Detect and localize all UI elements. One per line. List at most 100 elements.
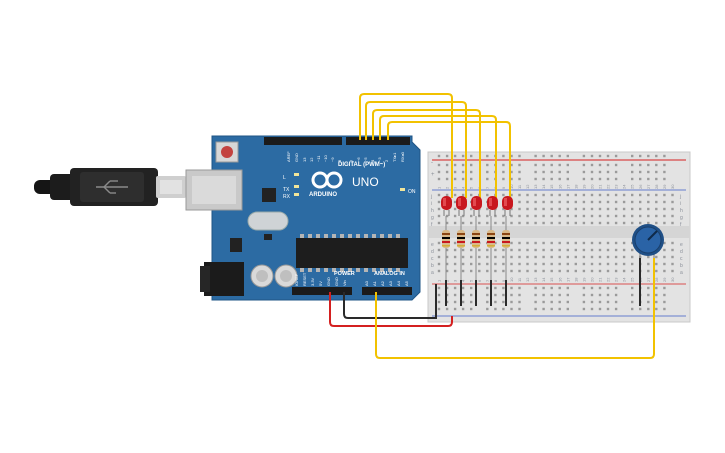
- power-wire-5v[interactable]: [329, 292, 453, 327]
- column-number: 17: [565, 277, 570, 282]
- led-row[interactable]: [441, 196, 513, 216]
- column-number: 7: [485, 186, 490, 189]
- column-number: 20: [590, 277, 595, 282]
- column-number: 26: [638, 184, 643, 189]
- column-number: 3: [453, 279, 458, 282]
- analog-wire[interactable]: [375, 258, 655, 359]
- led[interactable]: [487, 196, 498, 216]
- digital-pin-label: ~6: [356, 157, 361, 162]
- row-letter: j: [679, 194, 681, 200]
- power-pin-label: Vin: [342, 280, 347, 286]
- rail-minus-label: -: [431, 160, 433, 166]
- column-number: 24: [622, 277, 627, 282]
- column-number: 19: [581, 184, 586, 189]
- analog-pin-labels: A0 A1 A2 A3 A4 A5: [364, 280, 409, 286]
- column-number: 21: [598, 184, 603, 189]
- analog-pin-label: A2: [380, 280, 385, 286]
- led[interactable]: [471, 196, 482, 216]
- potentiometer[interactable]: [632, 224, 664, 258]
- row-letter: a: [431, 270, 434, 276]
- digital-pin-label: 12: [309, 157, 314, 162]
- row-letters: j i h g f e d c b a j i h g f e d c b a: [430, 194, 683, 276]
- digital-header-label: DIGITAL (PWM~): [338, 162, 385, 168]
- column-number: 13: [533, 184, 538, 189]
- column-number: 29: [662, 277, 667, 282]
- row-letter: d: [431, 249, 434, 255]
- column-number: 9: [501, 186, 506, 189]
- digital-pin-label: ~5: [363, 157, 368, 162]
- column-number: 9: [501, 279, 506, 282]
- column-number: 8: [493, 279, 498, 282]
- power-pin-labels: IOREF RESET 3.3V 5V GND GND Vin: [294, 272, 347, 286]
- brand-text: ARDUINO: [309, 192, 337, 198]
- row-letter: a: [680, 270, 683, 276]
- column-number: 15: [549, 184, 554, 189]
- column-number: 27: [646, 277, 651, 282]
- column-number: 2: [445, 186, 450, 189]
- row-letter: g: [680, 215, 683, 221]
- column-number: 1: [437, 186, 442, 189]
- column-numbers: 1122334455667788991010111112121313141415…: [437, 184, 676, 282]
- column-number: 7: [485, 279, 490, 282]
- row-letter: f: [680, 222, 682, 228]
- resistor[interactable]: [442, 216, 450, 280]
- power-header-label: POWER: [334, 271, 355, 277]
- digital-pin-label: ~9: [330, 157, 335, 162]
- column-number: 28: [654, 277, 659, 282]
- digital-pin-label: ~10: [323, 154, 328, 162]
- column-number: 11: [517, 184, 522, 189]
- resistor-row[interactable]: [442, 216, 510, 280]
- led[interactable]: [441, 196, 452, 216]
- column-number: 12: [525, 277, 530, 282]
- resistor[interactable]: [457, 216, 465, 280]
- column-number: 22: [606, 184, 611, 189]
- column-number: 25: [630, 184, 635, 189]
- column-number: 14: [541, 184, 546, 189]
- column-number: 4: [461, 279, 466, 282]
- row-letter: e: [431, 242, 434, 248]
- column-number: 29: [662, 184, 667, 189]
- digital-pin-label: ~11: [316, 155, 321, 162]
- ground-wire[interactable]: [343, 284, 437, 319]
- digital-pin-label: 8: [337, 159, 342, 162]
- resistor[interactable]: [472, 216, 480, 280]
- digital-pin-label: 13: [302, 157, 307, 162]
- column-number: 13: [533, 277, 538, 282]
- rail-plus-label: +: [431, 172, 435, 178]
- row-letter: g: [431, 215, 434, 221]
- column-number: 19: [581, 277, 586, 282]
- usb-icon: [96, 180, 128, 194]
- arduino-board[interactable]: [185, 135, 421, 301]
- resistor[interactable]: [502, 216, 510, 280]
- analog-pin-label: A4: [396, 280, 401, 286]
- column-number: 4: [461, 186, 466, 189]
- column-number: 27: [646, 184, 651, 189]
- digital-pin-label: TX▸1: [392, 152, 397, 162]
- led-ground-jumpers: [445, 258, 641, 306]
- digital-pin-label: AREF: [286, 151, 291, 162]
- column-number: 15: [549, 277, 554, 282]
- column-number: 20: [590, 184, 595, 189]
- led[interactable]: [502, 196, 513, 216]
- column-number: 22: [606, 277, 611, 282]
- column-number: 23: [614, 184, 619, 189]
- power-pin-label: IOREF: [294, 273, 299, 286]
- row-letter: d: [680, 249, 683, 255]
- digital-wires[interactable]: [359, 93, 511, 198]
- l-led-label: L: [283, 175, 286, 181]
- row-letter: j: [430, 194, 432, 200]
- column-number: 30: [670, 184, 675, 189]
- column-number: 28: [654, 184, 659, 189]
- model-text: UNO: [352, 175, 379, 189]
- resistor[interactable]: [487, 216, 495, 280]
- analog-pin-label: A3: [388, 280, 393, 286]
- led[interactable]: [456, 196, 467, 216]
- rx-led-label: RX: [283, 194, 291, 200]
- row-letter: h: [680, 208, 683, 214]
- arduino-logo: [311, 171, 343, 189]
- column-number: 2: [445, 279, 450, 282]
- power-pin-label: GND: [334, 277, 339, 286]
- digital-pin-label: RX◂0: [400, 151, 405, 162]
- row-letter: i: [680, 201, 681, 207]
- analog-pin-label: A1: [372, 280, 377, 286]
